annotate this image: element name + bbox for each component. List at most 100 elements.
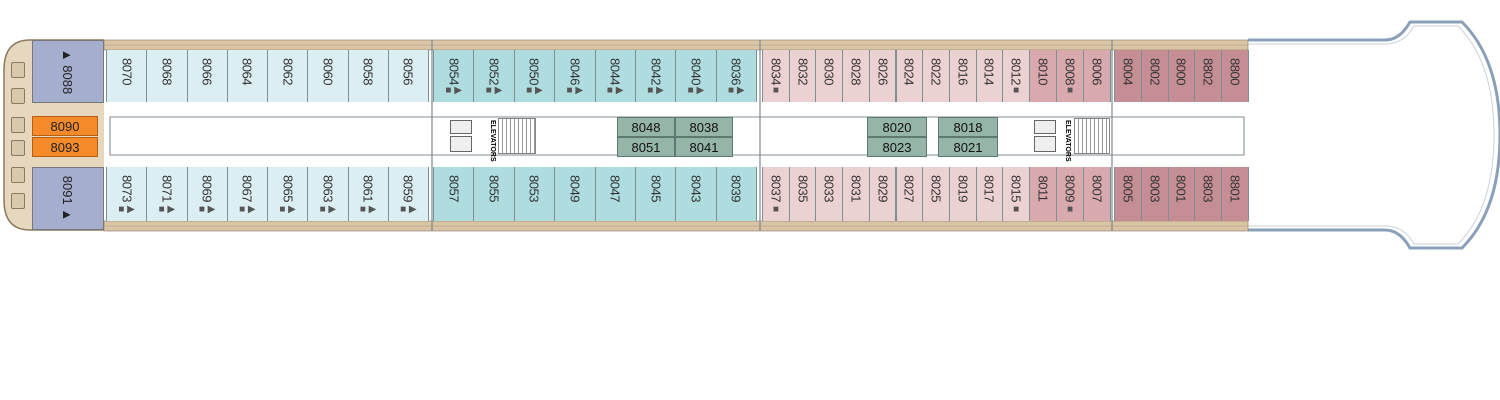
cabin-8049[interactable]: 8049 [554,167,596,221]
aft-suite-top[interactable]: ▲ 8088 [32,40,104,103]
cabin-8009[interactable]: 8009■ [1056,167,1084,221]
cabin-8016[interactable]: 8016 [948,50,977,102]
cabin-8019[interactable]: 8019 [948,167,977,221]
cabin-8048[interactable]: 8048 [617,117,675,137]
cabin-8012[interactable]: 8012■ [1002,50,1030,102]
cabin-8068[interactable]: 8068 [146,50,188,102]
cabin-8036[interactable]: 8036■ ▶ [715,50,757,102]
cabin-8034[interactable]: 8034■ [762,50,790,102]
cabin-number: 8039 [728,175,744,202]
cabin-number: 8058 [360,58,376,85]
cabin-8027[interactable]: 8027 [895,167,924,221]
cabin-8046[interactable]: 8046■ ▶ [554,50,596,102]
cabin-8801[interactable]: 8801 [1221,167,1249,221]
cabin-8033[interactable]: 8033 [815,167,844,221]
cabin-number: 8008 [1062,58,1078,85]
cabin-8002[interactable]: 8002 [1140,50,1169,102]
cabin-8005[interactable]: 8005 [1114,167,1142,221]
cabin-8004[interactable]: 8004 [1114,50,1142,102]
cabin-8065[interactable]: 8065■ ▶ [267,167,309,221]
cabin-8044[interactable]: 8044■ ▶ [594,50,636,102]
cabin-8014[interactable]: 8014 [975,50,1004,102]
cabin-8070[interactable]: 8070 [106,50,148,102]
cabin-8803[interactable]: 8803 [1194,167,1223,221]
cabin-8018[interactable]: 8018 [938,117,998,137]
cabin-8063[interactable]: 8063■ ▶ [307,167,349,221]
cabin-number: 8002 [1147,58,1163,85]
cabin-number: 8010 [1035,58,1051,85]
cabin-8000[interactable]: 8000 [1167,50,1196,102]
cabin-8800[interactable]: 8800 [1221,50,1249,102]
cabin-8066[interactable]: 8066 [186,50,228,102]
cabin-number: 8004 [1120,58,1136,85]
cabin-8067[interactable]: 8067■ ▶ [226,167,268,221]
cabin-8010[interactable]: 8010 [1029,50,1057,102]
cabin-number: 8003 [1147,175,1163,202]
cabin-8059[interactable]: 8059■ ▶ [387,167,429,221]
accessibility-marker: ■ [1066,85,1074,96]
cabin-8031[interactable]: 8031 [842,167,870,221]
cabin-8032[interactable]: 8032 [788,50,817,102]
cabin-8061[interactable]: 8061■ ▶ [347,167,389,221]
cabin-number: 8065 [280,175,296,202]
cabin-8054[interactable]: 8054■ ▶ [433,50,475,102]
cabin-8055[interactable]: 8055 [473,167,515,221]
cabin-8802[interactable]: 8802 [1194,50,1223,102]
cabin-8003[interactable]: 8003 [1140,167,1169,221]
cabin-8038[interactable]: 8038 [675,117,733,137]
cabin-number: 8015 [1008,175,1024,202]
cabin-8041[interactable]: 8041 [675,137,733,157]
cabin-number: 8073 [119,175,135,202]
cabin-8030[interactable]: 8030 [815,50,844,102]
cabin-8025[interactable]: 8025 [922,167,950,221]
cabin-8028[interactable]: 8028 [842,50,870,102]
cabin-8039[interactable]: 8039 [715,167,757,221]
stern-balcony-3 [11,117,25,133]
cabin-8052[interactable]: 8052■ ▶ [473,50,515,102]
cabin-number: 8022 [928,58,944,85]
cabin-8053[interactable]: 8053 [513,167,556,221]
cabin-number: 8049 [567,175,583,202]
cabin-8060[interactable]: 8060 [307,50,349,102]
cabin-number: 8057 [446,175,462,202]
cabin-8045[interactable]: 8045 [634,167,677,221]
cabin-8047[interactable]: 8047 [594,167,636,221]
cabin-8042[interactable]: 8042■ ▶ [634,50,677,102]
cabin-8043[interactable]: 8043 [675,167,717,221]
cabin-8051[interactable]: 8051 [617,137,675,157]
cabin-8020[interactable]: 8020 [867,117,927,137]
cabin-8058[interactable]: 8058 [347,50,389,102]
cabin-8015[interactable]: 8015■ [1002,167,1030,221]
cabin-8040[interactable]: 8040■ ▶ [675,50,717,102]
cabin-8071[interactable]: 8071■ ▶ [146,167,188,221]
cabin-8021[interactable]: 8021 [938,137,998,157]
cabin-8017[interactable]: 8017 [975,167,1004,221]
cabin-8035[interactable]: 8035 [788,167,817,221]
cabin-8024[interactable]: 8024 [895,50,924,102]
aft-suite-bottom[interactable]: 8091 ▲ [32,167,104,230]
cabin-8057[interactable]: 8057 [433,167,475,221]
cabin-8023[interactable]: 8023 [867,137,927,157]
cabin-8006[interactable]: 8006 [1083,50,1111,102]
cabin-number: 8029 [875,175,891,202]
cabin-number: 8800 [1227,58,1243,85]
cabin-8001[interactable]: 8001 [1167,167,1196,221]
cabin-8073[interactable]: 8073■ ▶ [106,167,148,221]
aft-suite-middle-bottom[interactable]: 8093 [32,137,98,157]
cabin-8007[interactable]: 8007 [1083,167,1111,221]
cabin-number: 8028 [848,58,864,85]
cabin-8069[interactable]: 8069■ ▶ [186,167,228,221]
cabin-8008[interactable]: 8008■ [1056,50,1084,102]
accessibility-marker: ■ ▶ [158,204,176,215]
stern-balcony-1 [11,62,25,78]
cabin-8011[interactable]: 8011 [1029,167,1057,221]
aft-suite-middle-top[interactable]: 8090 [32,116,98,136]
cabin-8050[interactable]: 8050■ ▶ [513,50,556,102]
cabin-8029[interactable]: 8029 [868,167,897,221]
cabin-8064[interactable]: 8064 [226,50,268,102]
cabin-8026[interactable]: 8026 [868,50,897,102]
cabin-8056[interactable]: 8056 [387,50,429,102]
cabin-8022[interactable]: 8022 [922,50,950,102]
cabin-8037[interactable]: 8037■ [762,167,790,221]
cabin-8062[interactable]: 8062 [267,50,309,102]
